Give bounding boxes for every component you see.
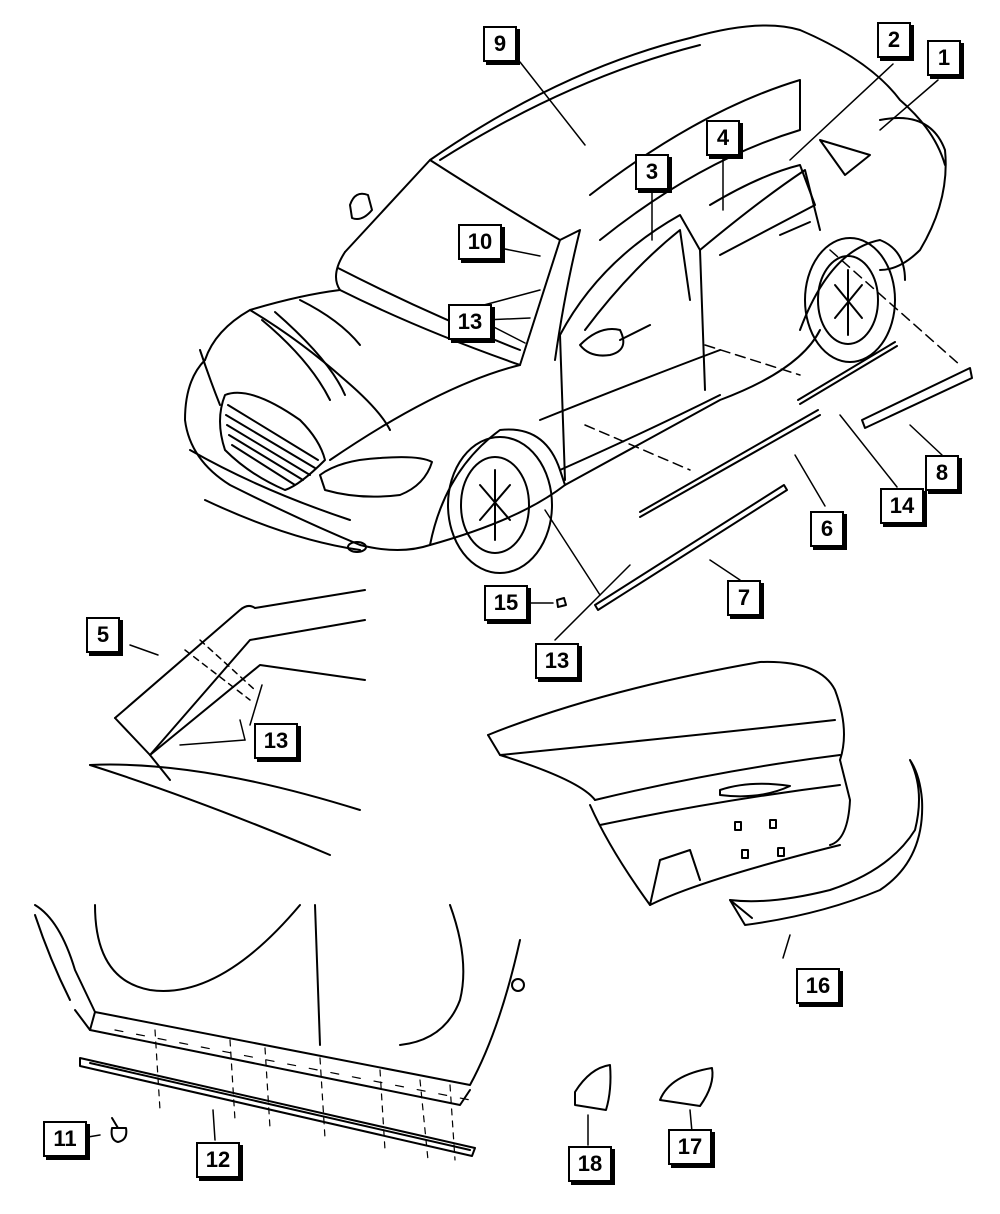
callout-3: 3	[635, 154, 669, 190]
spoiler	[729, 759, 924, 926]
callout-8: 8	[925, 455, 959, 491]
callout-14: 14	[880, 488, 924, 524]
car-body	[184, 24, 947, 574]
windshield-inset	[89, 589, 366, 856]
callout-13-windshield: 13	[448, 304, 492, 340]
callout-6: 6	[810, 511, 844, 547]
callout-4: 4	[706, 120, 740, 156]
leader-lines	[69, 61, 961, 1146]
molding-strips	[594, 341, 973, 611]
callout-11: 11	[43, 1121, 87, 1157]
callout-5: 5	[86, 617, 120, 653]
trunk-lid	[487, 660, 851, 906]
clip-15	[556, 597, 567, 608]
callout-18: 18	[568, 1146, 612, 1182]
callout-1: 1	[927, 40, 961, 76]
callout-13-inset: 13	[254, 723, 298, 759]
end-caps	[574, 1064, 714, 1111]
callout-9: 9	[483, 26, 517, 62]
callout-12: 12	[196, 1142, 240, 1178]
callout-2: 2	[877, 22, 911, 58]
sill-inset	[34, 904, 525, 1161]
callout-16: 16	[796, 968, 840, 1004]
callout-7: 7	[727, 580, 761, 616]
callout-15: 15	[484, 585, 528, 621]
callout-13-sill: 13	[535, 643, 579, 679]
callout-17: 17	[668, 1129, 712, 1165]
callout-10: 10	[458, 224, 502, 260]
